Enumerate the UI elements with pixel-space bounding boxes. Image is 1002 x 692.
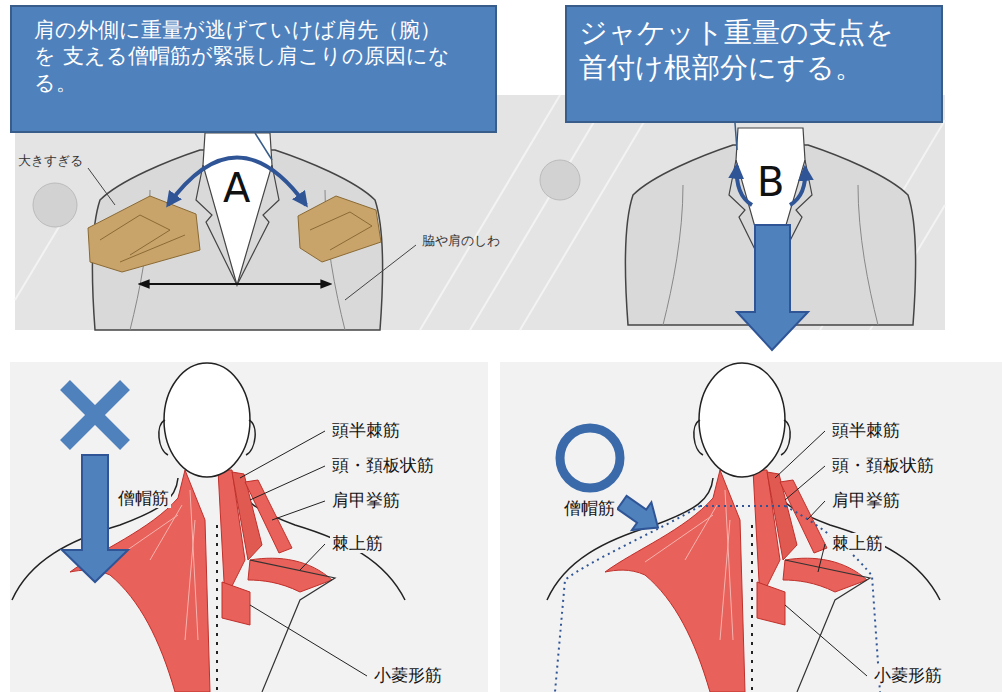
- dotted-outline: [700, 505, 785, 507]
- panel-ground: [500, 362, 1002, 692]
- callout-text: 肩の外側に重量が逃げていけば肩先（腕）を 支える僧帽筋が緊張し肩こりの原因になる…: [34, 17, 460, 96]
- panel-ground: [10, 362, 488, 692]
- down-arrow: [737, 225, 808, 350]
- annotation-label: 脇や肩のしわ: [422, 233, 500, 249]
- muscle-label: 僧帽筋: [562, 498, 617, 518]
- muscle-label: 小菱形筋: [872, 665, 944, 685]
- pointer-arrow: [612, 488, 668, 541]
- muscle-label: 僧帽筋: [116, 488, 171, 508]
- callout-leader: [255, 133, 272, 160]
- down-arrow: [62, 455, 128, 582]
- pad-texture: [100, 215, 185, 262]
- shoulder-pad: [298, 196, 381, 262]
- curved-arrow: [737, 166, 752, 205]
- muscle-label: 棘上筋: [830, 533, 885, 553]
- muscle-label: 小菱形筋: [372, 665, 444, 685]
- circle-mark: [560, 428, 620, 488]
- annotation-label: 大きすぎる: [18, 153, 83, 169]
- button-shape: [33, 183, 77, 227]
- callout-box: ジャケット重量の支点を 首付け根部分にする。: [565, 5, 943, 123]
- muscle-label: 頭半棘筋: [830, 420, 902, 440]
- callout-box: 肩の外側に重量が逃げていけば肩先（腕）を 支える僧帽筋が緊張し肩こりの原因になる…: [10, 5, 497, 133]
- muscle-label: 頭・頚板状筋: [330, 455, 436, 475]
- muscle-label: 頭半棘筋: [330, 420, 402, 440]
- letter-label: B: [757, 158, 784, 206]
- anatomy-figure: [547, 363, 940, 692]
- callout-text: ジャケット重量の支点を 首付け根部分にする。: [579, 15, 905, 85]
- muscle-label: 頭・頚板状筋: [830, 455, 936, 475]
- curved-arrow: [790, 168, 805, 205]
- letter-label: A: [223, 164, 250, 212]
- dotted-outline: [555, 506, 700, 692]
- muscle-label: 肩甲挙筋: [330, 490, 402, 510]
- width-arrow: [140, 283, 330, 285]
- leader-line: [345, 245, 416, 300]
- callout-leader: [735, 123, 737, 150]
- button-shape: [540, 160, 580, 200]
- muscle-label: 棘上筋: [330, 533, 385, 553]
- cross-mark: [65, 385, 125, 445]
- leader-lines: [240, 431, 867, 676]
- anatomy-figure: [12, 363, 405, 692]
- pad-texture: [310, 212, 372, 250]
- leader-line: [88, 168, 115, 205]
- muscle-label: 肩甲挙筋: [830, 490, 902, 510]
- shoulder-pad: [88, 196, 200, 272]
